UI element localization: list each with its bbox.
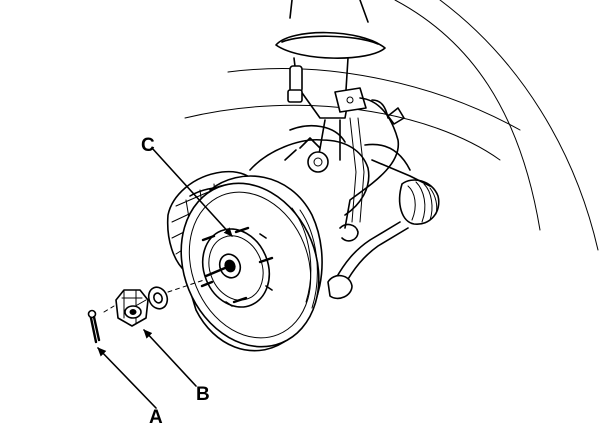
knuckle-and-tie-rod: [249, 124, 440, 300]
callout-c-label: C: [141, 135, 155, 156]
cotter-pin: [87, 309, 101, 344]
washer: [147, 286, 169, 310]
callout-a-label: A: [149, 407, 163, 428]
sensor-bracket: [334, 87, 405, 229]
strut-spring: [275, 0, 386, 161]
wheel-hub: [200, 226, 274, 308]
lug-studs: [200, 226, 274, 304]
assembly-axis: [103, 279, 205, 313]
callout-b-label: B: [196, 384, 210, 405]
spindle-nut: [115, 289, 149, 327]
callout-labels: C B A: [141, 135, 210, 428]
leader-lines: [97, 147, 233, 409]
